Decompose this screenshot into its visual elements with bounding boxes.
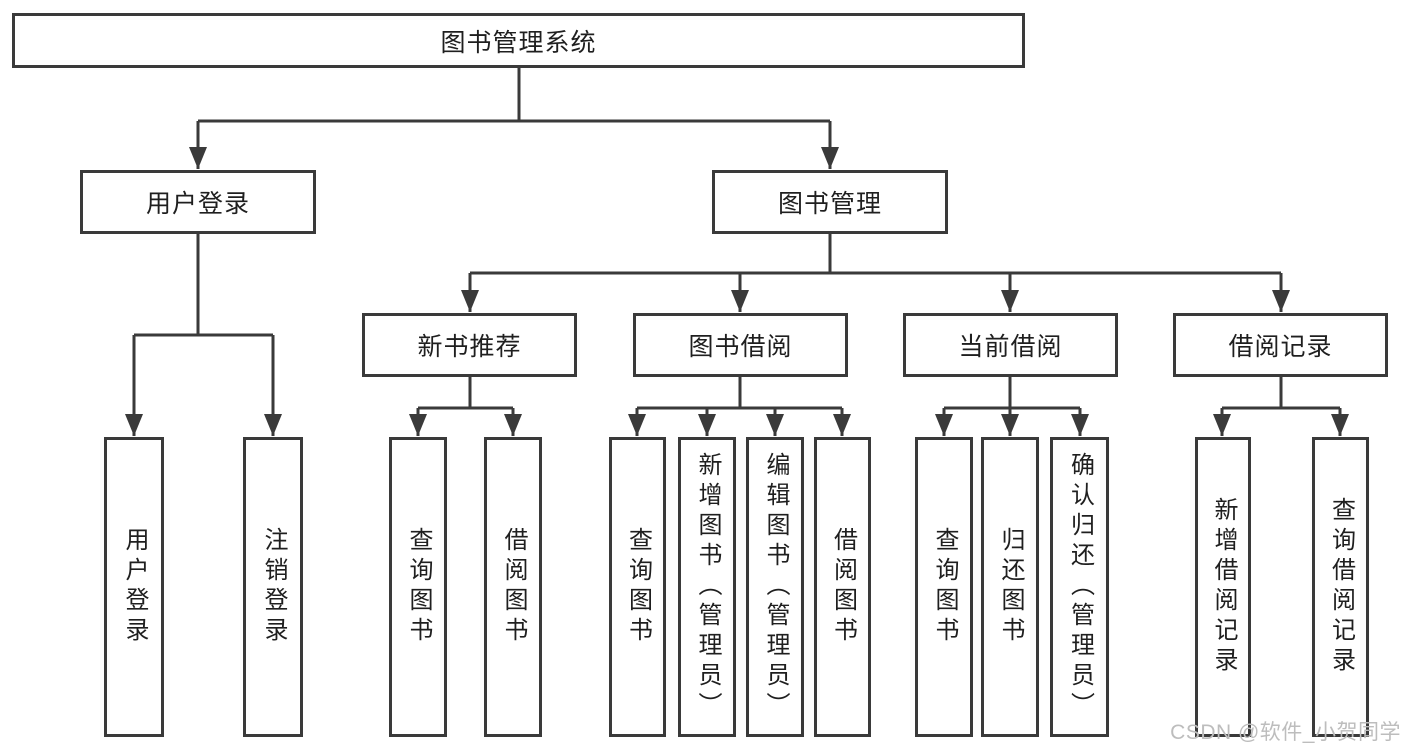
node-current-borrow: 当前借阅 bbox=[903, 313, 1118, 377]
node-borrow-books-1: 借阅图书 bbox=[484, 437, 542, 737]
node-borrow-books-2-label: 借阅图书 bbox=[829, 527, 857, 647]
node-current-borrow-label: 当前借阅 bbox=[958, 333, 1063, 361]
node-return-book: 归还图书 bbox=[981, 437, 1039, 737]
node-borrow-books-2: 借阅图书 bbox=[814, 437, 871, 737]
csdn-watermark: CSDN @软件_小贺同学 bbox=[1170, 721, 1401, 744]
node-query-books-1: 查询图书 bbox=[389, 437, 447, 737]
node-root: 图书管理系统 bbox=[12, 13, 1025, 68]
node-logout-label: 注销登录 bbox=[260, 527, 287, 647]
node-edit-book-admin-label: 编辑图书（管理员） bbox=[762, 452, 789, 722]
node-user-login: 用户登录 bbox=[80, 170, 316, 234]
node-query-books-2-label: 查询图书 bbox=[624, 527, 652, 647]
node-book-management: 图书管理 bbox=[712, 170, 948, 234]
node-add-book-admin-label: 新增图书（管理员） bbox=[694, 452, 721, 722]
node-book-borrow-label: 图书借阅 bbox=[688, 333, 793, 361]
node-borrow-records-label: 借阅记录 bbox=[1228, 333, 1333, 361]
node-query-borrow-record: 查询借阅记录 bbox=[1312, 437, 1369, 737]
node-borrow-books-1-label: 借阅图书 bbox=[500, 527, 527, 647]
node-root-label: 图书管理系统 bbox=[440, 28, 597, 57]
node-query-books-2: 查询图书 bbox=[609, 437, 666, 737]
node-book-management-label: 图书管理 bbox=[777, 190, 882, 218]
node-borrow-records: 借阅记录 bbox=[1173, 313, 1388, 377]
node-query-books-3: 查询图书 bbox=[915, 437, 973, 737]
node-logout: 注销登录 bbox=[243, 437, 303, 737]
node-user-login-label: 用户登录 bbox=[145, 190, 250, 218]
node-add-borrow-record-label: 新增借阅记录 bbox=[1210, 497, 1237, 677]
node-login: 用户登录 bbox=[104, 437, 164, 737]
node-add-borrow-record: 新增借阅记录 bbox=[1195, 437, 1251, 737]
node-new-book-recommend-label: 新书推荐 bbox=[417, 333, 522, 361]
node-edit-book-admin: 编辑图书（管理员） bbox=[746, 437, 804, 737]
node-query-borrow-record-label: 查询借阅记录 bbox=[1327, 497, 1355, 677]
node-query-books-1-label: 查询图书 bbox=[405, 527, 432, 647]
node-book-borrow: 图书借阅 bbox=[633, 313, 848, 377]
node-confirm-return-admin: 确认归还（管理员） bbox=[1050, 437, 1109, 737]
node-add-book-admin: 新增图书（管理员） bbox=[678, 437, 736, 737]
node-return-book-label: 归还图书 bbox=[997, 527, 1024, 647]
node-login-label: 用户登录 bbox=[121, 527, 148, 647]
node-confirm-return-admin-label: 确认归还（管理员） bbox=[1066, 452, 1094, 722]
node-query-books-3-label: 查询图书 bbox=[931, 527, 958, 647]
node-new-book-recommend: 新书推荐 bbox=[362, 313, 577, 377]
